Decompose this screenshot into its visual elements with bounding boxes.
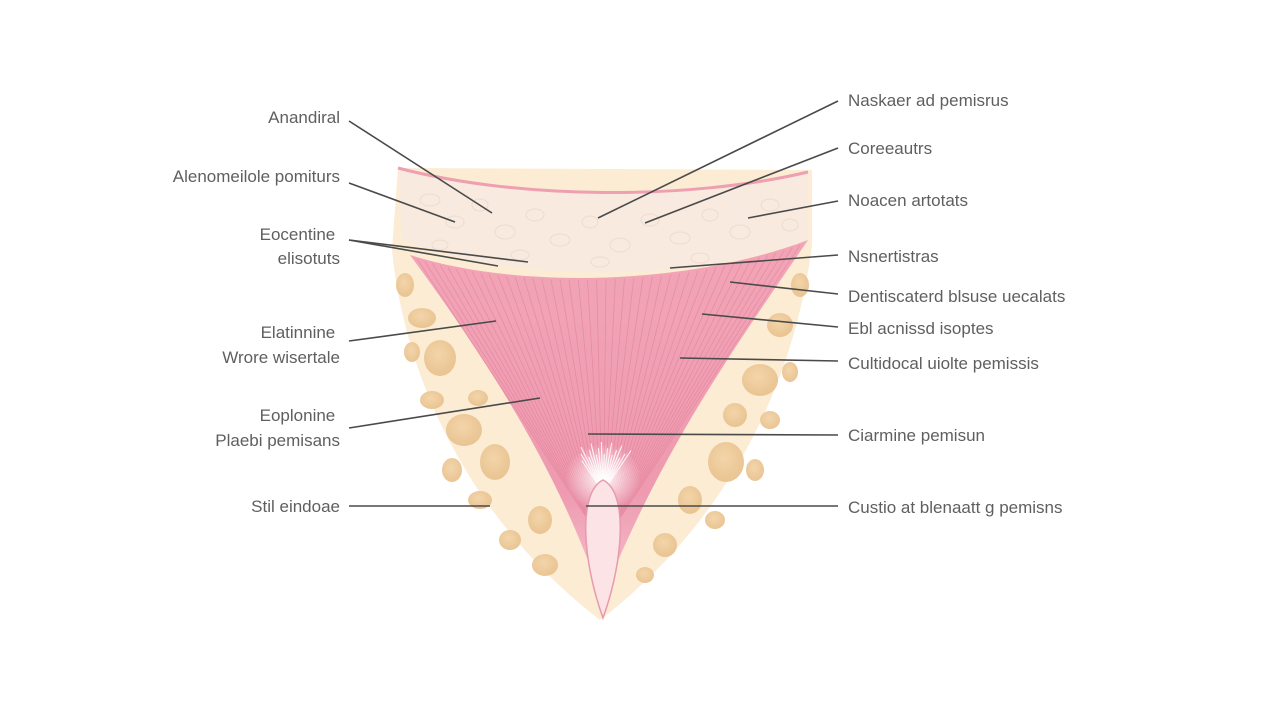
skin-surface bbox=[397, 166, 809, 195]
leader-line-l5 bbox=[348, 397, 541, 429]
leader-line-l4 bbox=[348, 320, 497, 342]
label-l6-line1: Stil eindoae bbox=[251, 497, 340, 516]
leader-lines-right bbox=[586, 100, 839, 507]
skin-band bbox=[398, 168, 808, 273]
leader-line-l3a bbox=[348, 239, 529, 263]
label-l3: Eocentine elisotuts bbox=[260, 225, 340, 268]
label-r2: Coreeautrs bbox=[848, 139, 932, 158]
label-r9-line1: Custio at blenaatt g pemisns bbox=[848, 498, 1063, 517]
label-l1: Anandiral bbox=[268, 108, 340, 127]
label-l4: Elatinnine Wrore wisertale bbox=[222, 323, 340, 367]
leader-line-r5 bbox=[729, 281, 839, 295]
label-l2: Alenomeilole pomiturs bbox=[173, 167, 340, 186]
label-l5-line2: Plaebi pemisans bbox=[215, 431, 340, 450]
label-l4-line2: Wrore wisertale bbox=[222, 348, 340, 367]
label-r3-line1: Noacen artotats bbox=[848, 191, 968, 210]
label-l5-line1: Eoplonine bbox=[260, 406, 336, 425]
muscle-fiber bbox=[617, 247, 793, 521]
label-r1-line1: Naskaer ad pemisrus bbox=[848, 91, 1009, 110]
leader-line-l3b bbox=[348, 239, 499, 267]
muscle-fiber bbox=[617, 250, 785, 521]
muscle-fiber bbox=[615, 255, 769, 521]
label-l2-line1: Alenomeilole pomiturs bbox=[173, 167, 340, 186]
muscle-fiber bbox=[424, 261, 590, 521]
leader-line-r8 bbox=[587, 433, 839, 436]
leader-line-r6 bbox=[701, 313, 839, 328]
label-l6: Stil eindoae bbox=[251, 497, 340, 516]
label-l3-line2: elisotuts bbox=[278, 249, 340, 268]
leader-line-l2 bbox=[348, 182, 456, 223]
label-r4-line1: Nsnertistras bbox=[848, 247, 939, 266]
labels-right: Naskaer ad pemisrus Coreeautrs Noacen ar… bbox=[848, 91, 1065, 517]
leader-line-r2 bbox=[644, 147, 839, 224]
label-l3-line1: Eocentine bbox=[260, 225, 336, 244]
label-r5: Dentiscaterd blsuse uecalats bbox=[848, 287, 1065, 306]
label-r2-line1: Coreeautrs bbox=[848, 139, 932, 158]
leader-line-r1 bbox=[597, 100, 839, 219]
label-r5-line1: Dentiscaterd blsuse uecalats bbox=[848, 287, 1065, 306]
label-r3: Noacen artotats bbox=[848, 191, 968, 210]
label-r6-line1: Ebl acnissd isoptes bbox=[848, 319, 994, 338]
label-r7-line1: Cultidocal uiolte pemissis bbox=[848, 354, 1039, 373]
label-r1: Naskaer ad pemisrus bbox=[848, 91, 1009, 110]
apex-structure bbox=[584, 479, 622, 621]
label-l5: Eoplonine Plaebi pemisans bbox=[215, 406, 340, 450]
label-r8-line1: Ciarmine pemisun bbox=[848, 426, 985, 445]
label-l1-line1: Anandiral bbox=[268, 108, 340, 127]
leader-line-l1 bbox=[348, 120, 493, 214]
label-r9: Custio at blenaatt g pemisns bbox=[848, 498, 1063, 517]
label-r8: Ciarmine pemisun bbox=[848, 426, 985, 445]
muscle-fiber bbox=[618, 244, 801, 521]
muscle-fiber bbox=[416, 258, 589, 521]
muscle-fiber bbox=[439, 264, 591, 521]
label-r6: Ebl acnissd isoptes bbox=[848, 319, 994, 338]
leader-line-r4 bbox=[669, 254, 839, 269]
muscle-fiber bbox=[431, 263, 590, 521]
label-l4-line1: Elatinnine bbox=[261, 323, 336, 342]
fat-lobules bbox=[396, 273, 809, 583]
skin-texture bbox=[419, 193, 799, 268]
leader-line-r7 bbox=[679, 357, 839, 362]
leader-line-r3 bbox=[747, 200, 839, 219]
muscle-fiber bbox=[616, 252, 777, 521]
label-r4: Nsnertistras bbox=[848, 247, 939, 266]
label-r7: Cultidocal uiolte pemissis bbox=[848, 354, 1039, 373]
leader-lines-left bbox=[348, 120, 541, 507]
labels-left: Anandiral Alenomeilole pomiturs Eocentin… bbox=[173, 108, 340, 516]
